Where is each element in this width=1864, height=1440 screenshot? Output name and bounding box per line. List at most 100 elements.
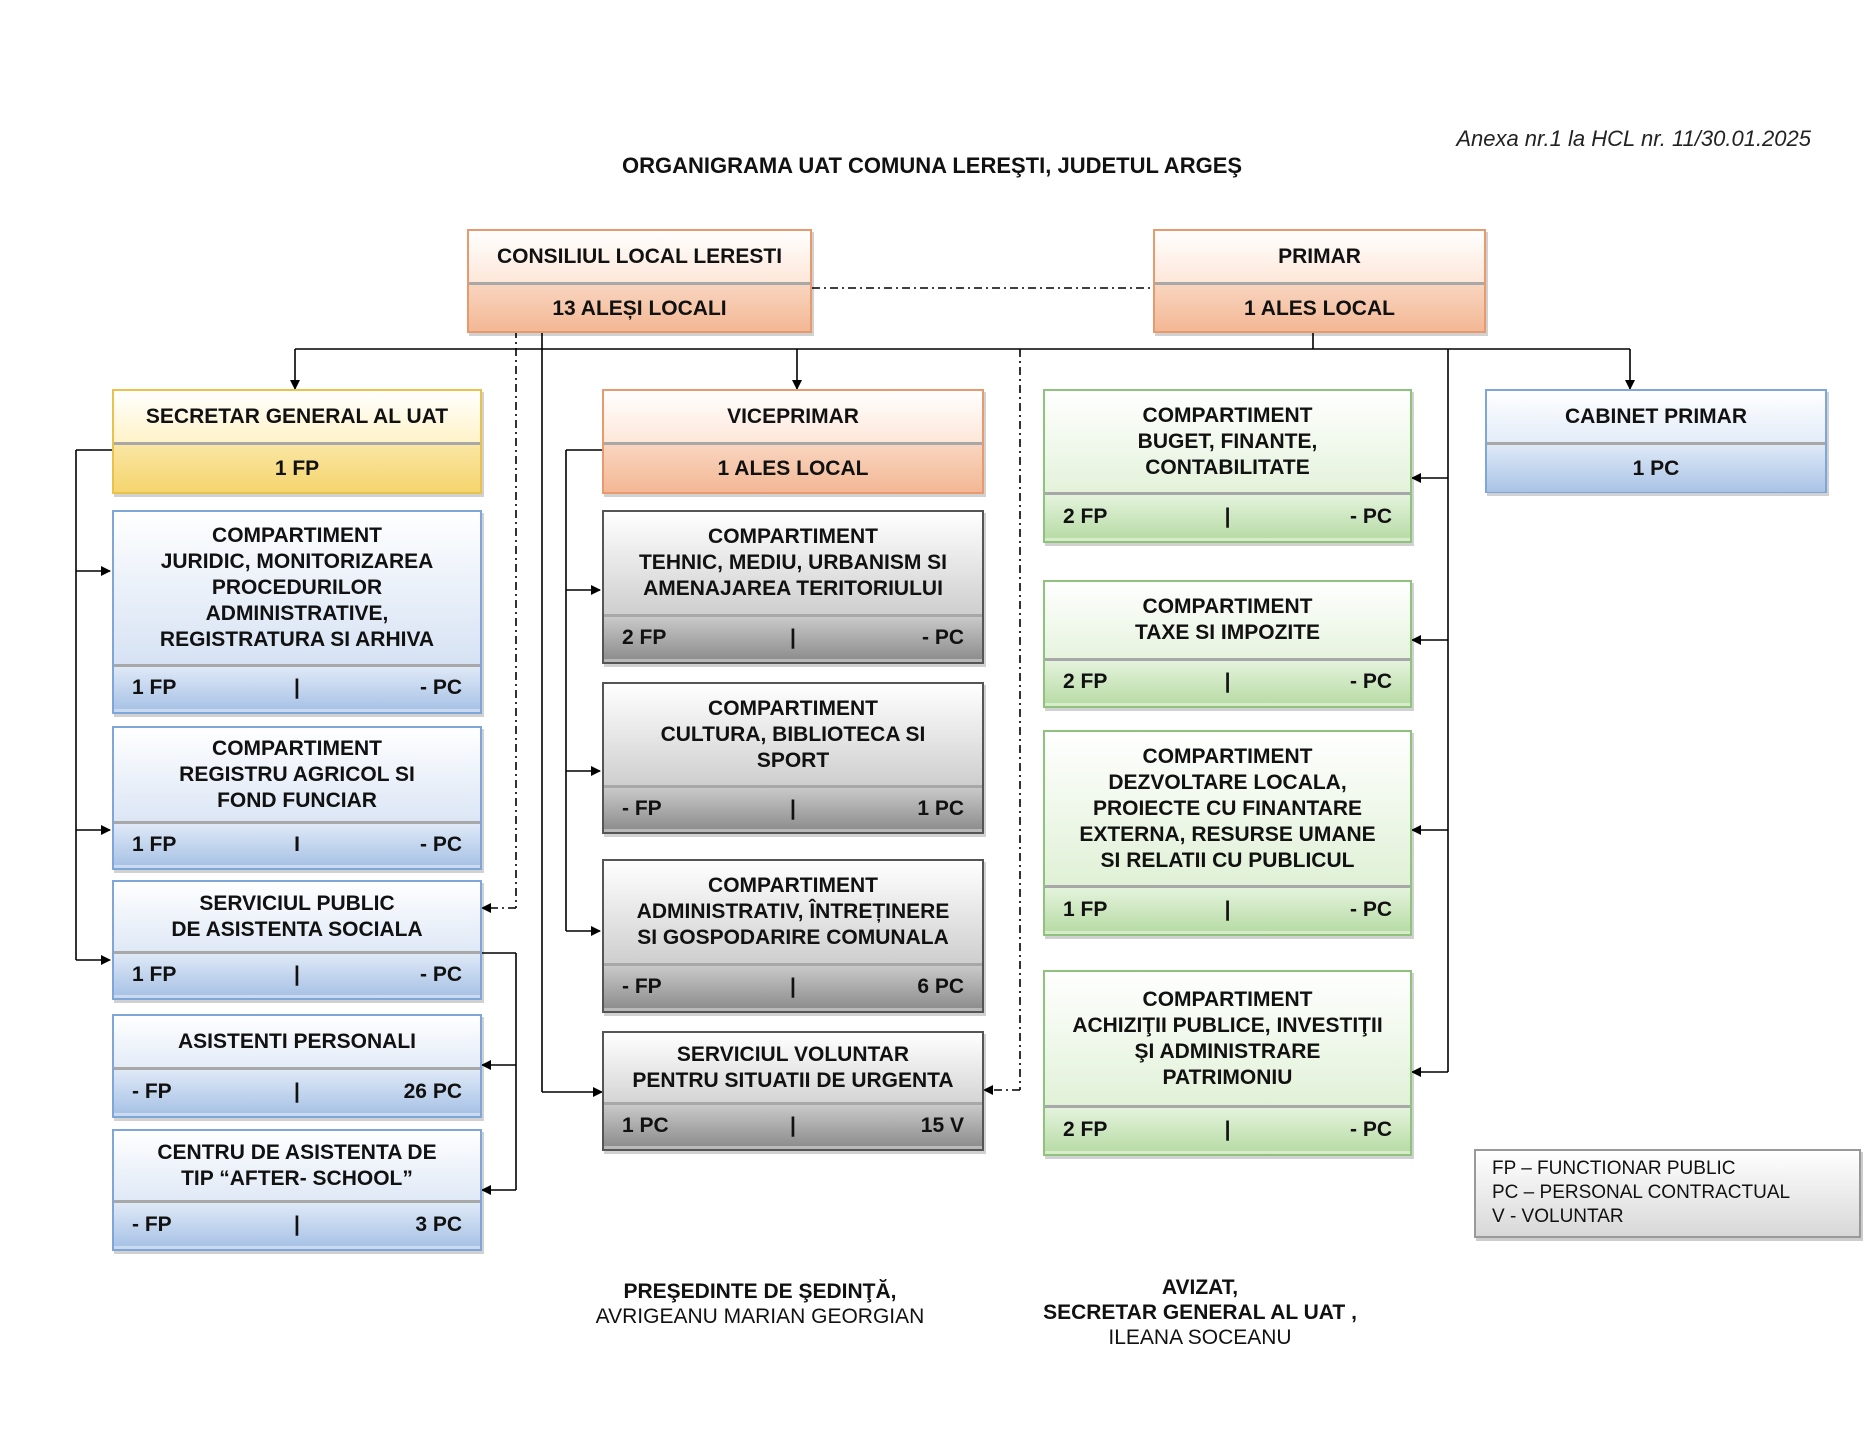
unit-name-line: SI RELATII CU PUBLICUL xyxy=(1100,848,1355,872)
unit-staff-row: - FP|1 PC xyxy=(604,788,982,829)
secretar-general-title: SECRETAR GENERAL AL UAT xyxy=(114,391,480,445)
unit-name: COMPARTIMENT TAXE SI IMPOZITE xyxy=(1045,582,1410,661)
unit-sep: | xyxy=(1224,897,1231,921)
unit-staff-row: 1 PC|15 V xyxy=(604,1105,982,1146)
unit-pc: - PC xyxy=(1350,504,1393,528)
unit-name: ASISTENTI PERSONALI xyxy=(114,1016,480,1070)
secretary-role: SECRETAR GENERAL AL UAT , xyxy=(1043,1301,1357,1324)
legend: FP – FUNCTIONAR PUBLIC PC – PERSONAL CON… xyxy=(1474,1149,1861,1238)
unit-sep: | xyxy=(790,626,796,649)
unit-fp: 1 FP xyxy=(132,962,177,986)
unit-fp: 2 FP xyxy=(1063,504,1108,528)
unit-sep: | xyxy=(294,1212,300,1236)
unit-name-line: EXTERNA, RESURSE UMANE xyxy=(1079,822,1376,846)
unit-name-line: COMPARTIMENT xyxy=(708,696,878,720)
unit-name-line: PATRIMONIU xyxy=(1162,1065,1293,1089)
unit-staff-row: - FP|6 PC xyxy=(604,966,982,1008)
consiliu-local-box: CONSILIUL LOCAL LERESTI 13 ALEȘI LOCALI xyxy=(467,229,812,333)
unit-name-line: DE ASISTENTA SOCIALA xyxy=(171,917,423,941)
unit-staff-row: 1 FP|- PC xyxy=(1045,888,1410,931)
unit-name-line: CONTABILITATE xyxy=(1145,455,1310,479)
unit-name-line: SPORT xyxy=(756,748,830,772)
unit-staff-row: 2 FP|- PC xyxy=(1045,1108,1410,1151)
unit-pc: - PC xyxy=(922,626,964,649)
unit-pc: 6 PC xyxy=(917,975,964,998)
president-name: AVRIGEANU MARIAN GEORGIAN xyxy=(595,1305,925,1328)
middle-unit-box: COMPARTIMENT ADMINISTRATIV, ÎNTREȚINERE SI… xyxy=(602,859,984,1013)
unit-name-line: TEHNIC, MEDIU, URBANISM SI xyxy=(638,551,947,574)
unit-name-line: TIP “AFTER- SCHOOL” xyxy=(181,1166,413,1190)
unit-name-line: PROIECTE CU FINANTARE xyxy=(1092,796,1363,820)
secretary-name: ILEANA SOCEANU xyxy=(1108,1326,1292,1349)
unit-staff-row: 2 FP | - PC xyxy=(1045,495,1410,538)
unit-name-line: COMPARTIMENT xyxy=(1142,595,1313,618)
cabinet-primar-title: CABINET PRIMAR xyxy=(1487,391,1825,445)
unit-sep: I xyxy=(294,832,300,856)
primar-title: PRIMAR xyxy=(1155,231,1484,285)
unit-name-line: PROCEDURILOR xyxy=(211,576,383,599)
unit-name-line: SERVICIUL VOLUNTAR xyxy=(676,1042,910,1066)
unit-fp: - FP xyxy=(132,1212,172,1236)
unit-pc: 26 PC xyxy=(403,1079,462,1103)
consiliu-local-title: CONSILIUL LOCAL LERESTI xyxy=(469,231,810,285)
viceprimar-title: VICEPRIMAR xyxy=(604,391,982,445)
unit-name-line: COMPARTIMENT xyxy=(708,874,878,897)
chart-title: ORGANIGRAMA UAT COMUNA LEREŞTI, JUDETUL … xyxy=(621,153,1243,178)
unit-fp: 1 FP xyxy=(132,832,177,856)
unit-staff-row: 2 FP|- PC xyxy=(1045,661,1410,703)
unit-sep: | xyxy=(1224,1117,1231,1141)
unit-pc: - PC xyxy=(420,832,462,856)
unit-sep: | xyxy=(790,796,796,820)
unit-name-line: COMPARTIMENT xyxy=(1142,744,1313,768)
cabinet-primar-count: 1 PC xyxy=(1487,445,1825,492)
viceprimar-count: 1 ALES LOCAL xyxy=(717,457,869,480)
unit-name-line: REGISTRATURA SI ARHIVA xyxy=(159,628,435,651)
unit-name-line: COMPARTIMENT xyxy=(212,736,382,760)
right-unit-box: COMPARTIMENT TAXE SI IMPOZITE 2 FP|- PC xyxy=(1043,580,1412,708)
primar-box: PRIMAR 1 ALES LOCAL xyxy=(1153,229,1486,333)
unit-name-line: ADMINISTRATIV, ÎNTREȚINERE xyxy=(636,900,950,923)
unit-name-line: JURIDIC, MONITORIZAREA xyxy=(160,550,434,573)
unit-name-line: SERVICIUL PUBLIC xyxy=(199,891,395,915)
unit-staff-row: - FP|3 PC xyxy=(114,1203,480,1246)
unit-fp: - FP xyxy=(622,796,662,820)
legend-fp: FP – FUNCTIONAR PUBLIC xyxy=(1492,1158,1736,1179)
unit-sep: | xyxy=(294,962,300,986)
unit-pc: 15 V xyxy=(920,1113,964,1137)
unit-fp: 1 PC xyxy=(622,1113,669,1137)
unit-fp: 2 FP xyxy=(1063,670,1108,693)
unit-name-line: SI GOSPODARIRE COMUNALA xyxy=(637,926,949,949)
unit-name-line: PENTRU SITUATII DE URGENTA xyxy=(632,1068,954,1092)
unit-fp: 1 FP xyxy=(1063,897,1108,921)
unit-staff-row: 1 FP|- PC xyxy=(114,667,480,709)
president-role: PREŞEDINTE DE ŞEDINŢĂ, xyxy=(623,1280,897,1303)
unit-name-line: TAXE SI IMPOZITE xyxy=(1134,621,1321,644)
unit-fp: - FP xyxy=(622,975,662,998)
unit-sep: | xyxy=(294,676,300,699)
viceprimar-box: VICEPRIMAR 1 ALES LOCAL xyxy=(602,389,984,494)
unit-pc: - PC xyxy=(1350,1117,1393,1141)
unit-sep: | xyxy=(1224,504,1231,528)
unit-name-line: COMPARTIMENT xyxy=(1142,987,1313,1011)
legend-v: V - VOLUNTAR xyxy=(1492,1206,1624,1227)
primar-count: 1 ALES LOCAL xyxy=(1244,296,1395,320)
left-unit-box: ASISTENTI PERSONALI- FP|26 PC xyxy=(112,1014,482,1118)
unit-staff-row: 1 FP|- PC xyxy=(114,954,480,995)
unit-fp: 2 FP xyxy=(622,626,667,649)
unit-name-line: ACHIZIŢII PUBLICE, INVESTIŢII xyxy=(1072,1013,1383,1037)
unit-name-line: ADMINISTRATIVE, xyxy=(205,602,389,625)
legend-pc: PC – PERSONAL CONTRACTUAL xyxy=(1492,1182,1791,1203)
